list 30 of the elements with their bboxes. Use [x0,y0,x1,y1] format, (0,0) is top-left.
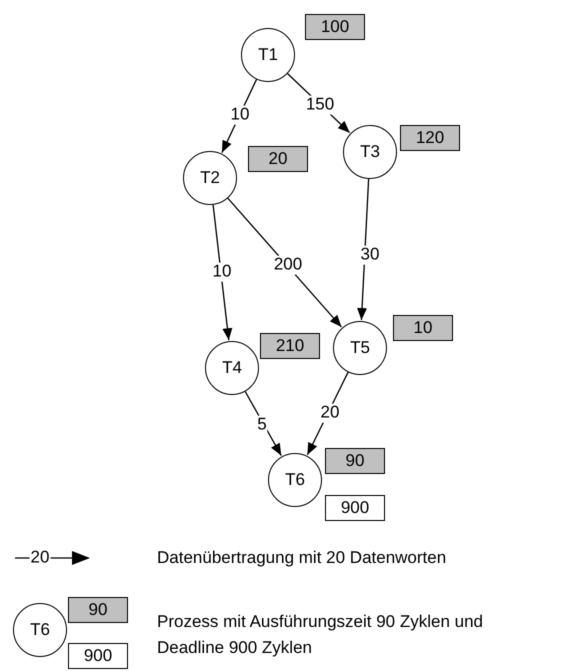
process-circle: T6 [268,453,322,507]
arrow [357,178,370,320]
arrow [221,79,258,153]
execution-time-box: 10 [393,315,453,341]
execution-time-box: 100 [305,14,365,40]
edge-label: 150 [304,96,336,114]
deadline-box: 900 [68,643,128,669]
execution-time-box: 20 [248,146,308,172]
edge-label: 20 [320,404,340,422]
execution-time-box: 90 [68,597,128,623]
process-circle: T4 [205,341,259,395]
process-circle: T5 [333,321,387,375]
arrow [244,391,282,456]
deadline-box: 900 [325,495,385,521]
arrow [212,204,232,340]
process-circle: T1 [241,28,295,82]
edge-label: 5 [256,416,268,434]
legend-text: Prozess mit Ausführungszeit 90 Zyklen und Deadline 900 Zyklen [157,611,484,659]
edge-label: 10 [212,262,232,282]
execution-time-box: 120 [400,125,460,151]
process-circle: T3 [343,125,397,179]
edge-label: 200 [272,256,304,274]
legend-text: Datenübertragung mit 20 Datenworten [157,547,448,569]
execution-time-box: 210 [260,333,320,359]
process-circle: T2 [183,151,237,205]
edge-label: 30 [360,246,380,264]
execution-time-box: 90 [325,448,385,474]
arrow [306,372,349,456]
process-circle: T6 [13,603,67,657]
edge-label: 10 [230,106,250,124]
